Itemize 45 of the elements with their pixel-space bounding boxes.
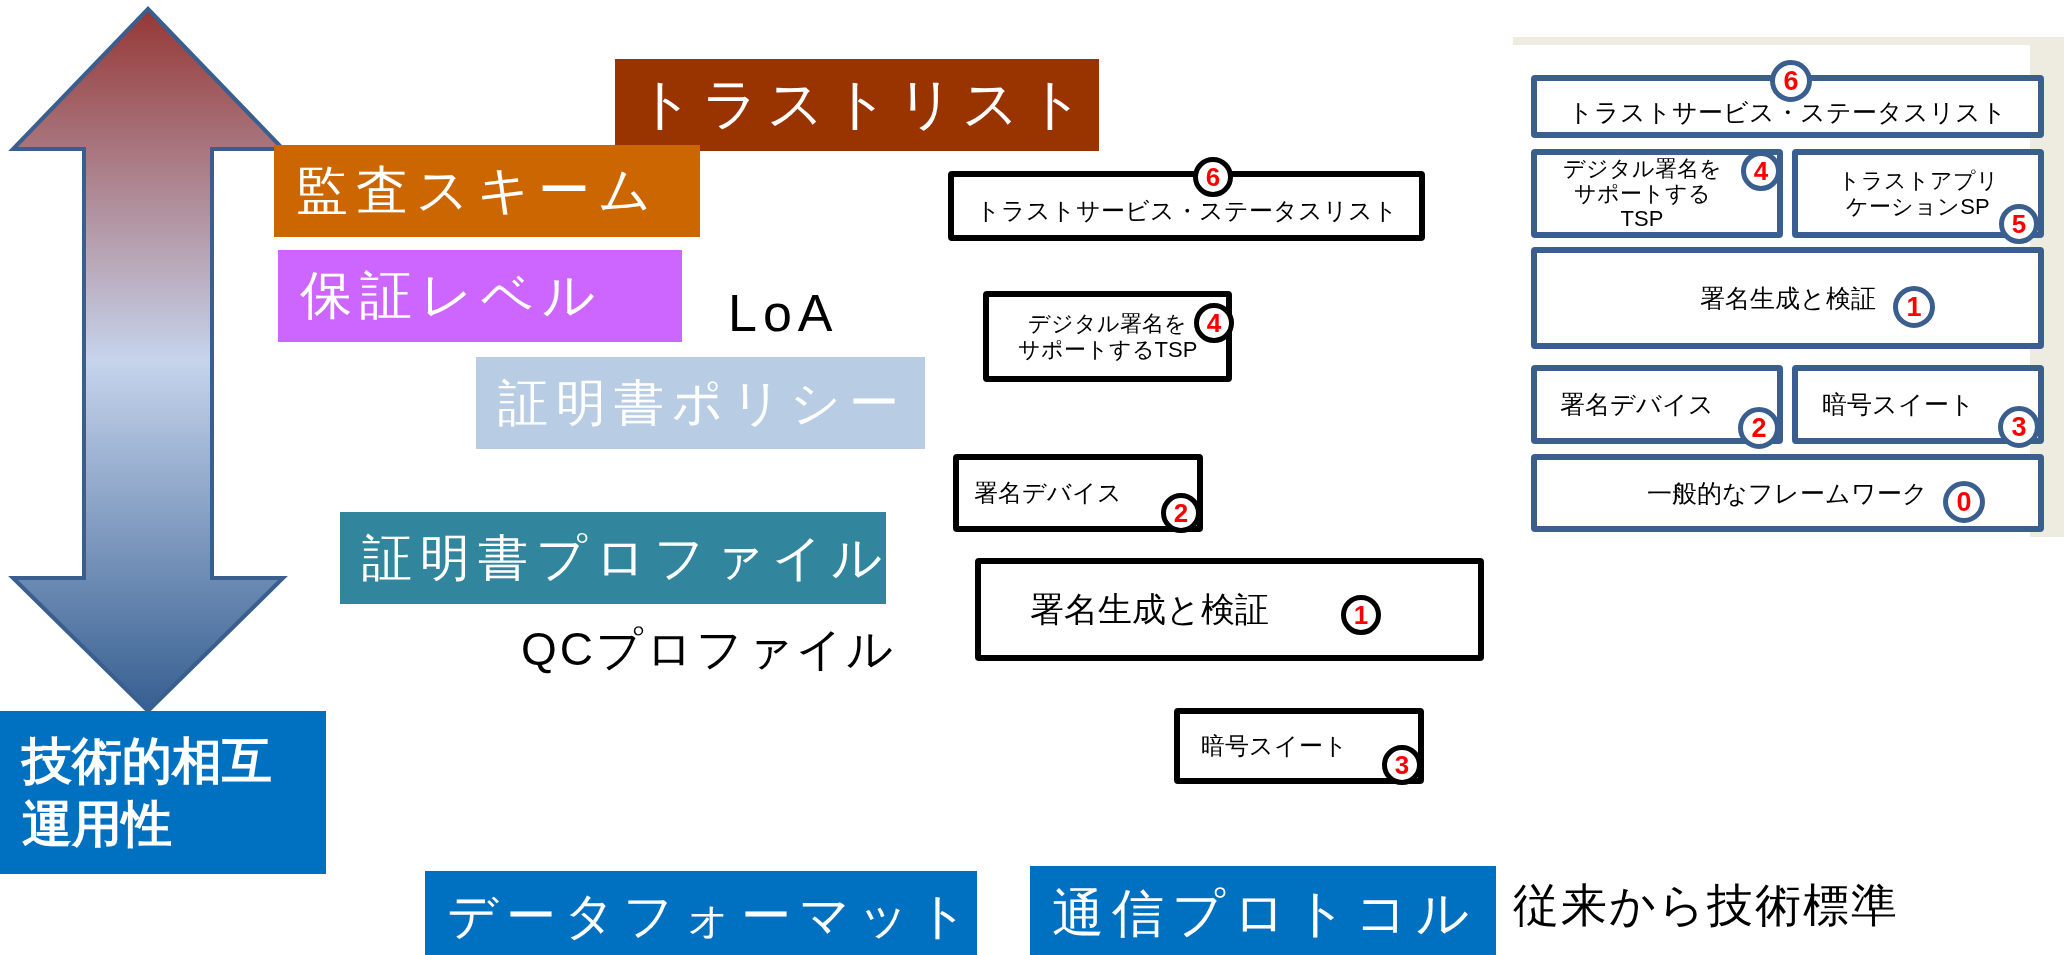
color-band xyxy=(476,357,925,449)
color-band xyxy=(0,711,326,874)
callout-number: 0 xyxy=(1943,481,1985,523)
band-label: データフォーマット xyxy=(447,886,976,946)
band-label: 証明書ポリシー xyxy=(498,373,907,433)
callout-number: 5 xyxy=(1999,204,2039,244)
band-label: 証明書プロファイル xyxy=(362,528,890,588)
callout-number: 4 xyxy=(1194,303,1234,343)
box-label: 一般的なフレームワーク xyxy=(1647,478,1928,508)
box-label: 署名生成と検証 xyxy=(1699,283,1876,313)
band-label: 技術的相互運用性 xyxy=(22,732,273,854)
note-text: LoA xyxy=(728,283,839,343)
color-band xyxy=(274,145,700,237)
color-band xyxy=(1030,866,1496,955)
component-box xyxy=(1531,454,2044,532)
box-label: 署名デバイス xyxy=(1560,390,1714,419)
color-band xyxy=(615,59,1099,151)
callout-number: 6 xyxy=(1770,60,1812,102)
component-box xyxy=(1531,247,2044,349)
color-band xyxy=(340,512,886,604)
box-label: 署名生成と検証 xyxy=(1030,589,1269,630)
callout-number: 6 xyxy=(1193,157,1233,197)
callout-number: 1 xyxy=(1341,595,1381,635)
component-box xyxy=(983,291,1232,382)
box-label: トラストアプリケーションSP xyxy=(1836,168,2000,219)
callout-number: 1 xyxy=(1893,286,1935,328)
box-label: 暗号スイート xyxy=(1200,732,1348,760)
note-text: 従来から技術標準 xyxy=(1513,878,1899,933)
callout-number: 2 xyxy=(1738,407,1780,449)
band-label: トラストリスト xyxy=(637,71,1092,137)
note-text: QCプロファイル xyxy=(521,622,896,677)
band-label: 監査スキーム xyxy=(296,160,659,221)
box-label: 暗号スイート xyxy=(1821,390,1975,419)
box-label: 署名デバイス xyxy=(974,479,1122,507)
band-label: 保証レベル xyxy=(300,265,603,326)
color-band xyxy=(278,250,682,342)
component-box xyxy=(1174,708,1424,784)
callout-number: 3 xyxy=(1998,406,2040,448)
component-box xyxy=(975,558,1484,661)
component-box xyxy=(953,454,1203,532)
color-band xyxy=(425,871,977,955)
band-label: 通信プロトコル xyxy=(1052,882,1477,944)
box-label: デジタル署名をサポートするTSP xyxy=(1561,155,1723,232)
component-box xyxy=(1531,149,1783,238)
box-label: トラストサービス・ステータスリスト xyxy=(975,197,1398,225)
